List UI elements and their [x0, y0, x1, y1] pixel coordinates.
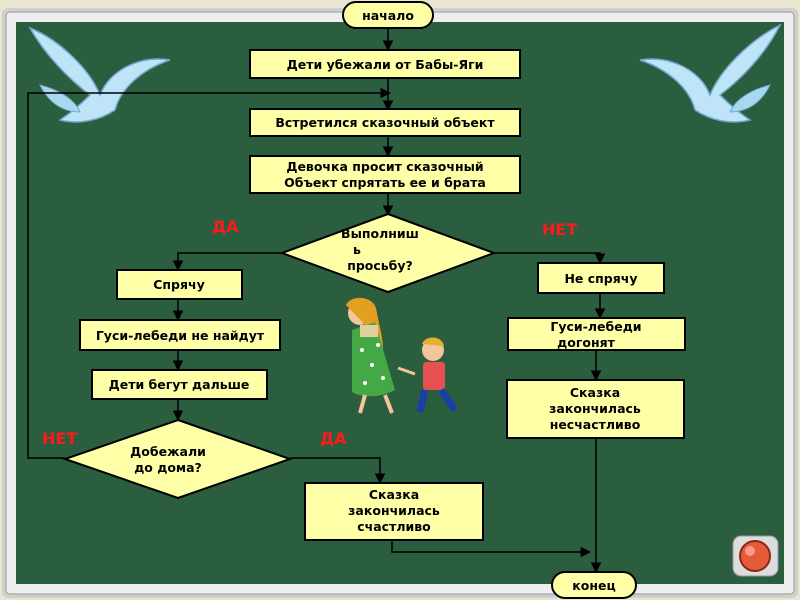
- bird-left-icon: [28, 26, 171, 123]
- decision-reached-home-line1: Добежали: [130, 444, 206, 459]
- node-girl-asks-line1: Девочка просит сказочный: [286, 159, 483, 174]
- node-geese-wont-find-label: Гуси-лебеди не найдут: [96, 328, 265, 343]
- node-start: начало: [342, 1, 434, 29]
- node-sad-end-line2: закончилась: [549, 401, 641, 416]
- node-happy-end-line1: Сказка: [369, 487, 419, 502]
- node-hide-label: Спрячу: [153, 277, 205, 292]
- node-happy-end-line2: закончилась: [348, 503, 440, 518]
- node-geese-catch: Гуси-лебеди догонят: [507, 317, 686, 351]
- decision-will-you-line2: ь: [353, 242, 361, 257]
- node-girl-asks-line2: Объект спрятать ее и брата: [284, 175, 486, 190]
- node-start-label: начало: [362, 8, 414, 23]
- node-end: конец: [551, 571, 637, 599]
- node-happy-end-line3: счастливо: [357, 519, 431, 534]
- node-sad-end-line3: несчастливо: [550, 417, 641, 432]
- bird-right-icon: [639, 23, 782, 123]
- label-yes-top: ДА: [212, 217, 239, 236]
- node-sad-end: Сказка закончилась несчастливо: [506, 379, 685, 439]
- node-ran-away: Дети убежали от Бабы-Яги: [249, 49, 521, 79]
- node-met-object: Встретился сказочный объект: [249, 108, 521, 137]
- node-met-object-label: Встретился сказочный объект: [275, 115, 495, 130]
- decision-will-you-line3: просьбу?: [347, 258, 413, 273]
- flow-connectors: [27, 29, 606, 574]
- record-button-icon: [732, 535, 779, 577]
- node-sad-end-line1: Сказка: [570, 385, 620, 400]
- node-geese-catch-line2: догонят: [557, 335, 615, 350]
- node-geese-catch-line1: Гуси-лебеди: [550, 319, 641, 334]
- decision-reached-home-line2: до дома?: [134, 460, 202, 475]
- node-ran-away-label: Дети убежали от Бабы-Яги: [287, 57, 484, 72]
- node-girl-asks: Девочка просит сказочный Объект спрятать…: [249, 155, 521, 194]
- node-wont-hide: Не спрячу: [537, 262, 665, 294]
- node-kids-run: Дети бегут дальше: [91, 369, 268, 400]
- node-hide: Спрячу: [116, 269, 243, 300]
- decision-will-you: Выполниш ь просьбу?: [279, 212, 497, 294]
- node-geese-wont-find: Гуси-лебеди не найдут: [79, 319, 281, 351]
- label-yes-bottom: ДА: [320, 429, 347, 448]
- children-illustration: [346, 297, 458, 414]
- label-no-top: НЕТ: [542, 220, 577, 239]
- decision-reached-home: Добежали до дома?: [61, 418, 294, 500]
- node-end-label: конец: [572, 578, 615, 593]
- decision-will-you-line1: Выполниш: [341, 226, 419, 241]
- label-no-bottom: НЕТ: [42, 429, 77, 448]
- node-kids-run-label: Дети бегут дальше: [109, 377, 250, 392]
- node-happy-end: Сказка закончилась счастливо: [304, 482, 484, 541]
- node-wont-hide-label: Не спрячу: [564, 271, 637, 286]
